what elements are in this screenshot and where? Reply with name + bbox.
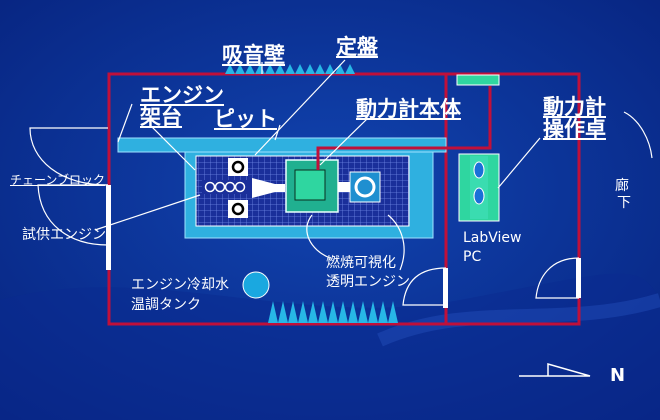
- label-test-engine: 試供エンジン: [22, 227, 106, 243]
- door-inner: [402, 267, 447, 306]
- sound-wall-top: [225, 64, 355, 74]
- label-dyno-console-2: 操作卓: [543, 117, 606, 141]
- label-visual-engine: 燃焼可視化: [326, 255, 396, 271]
- door-corridor: [623, 111, 653, 159]
- label-pit: ピット: [214, 107, 277, 131]
- label-coolant-2: 温調タンク: [131, 297, 201, 313]
- label-chain-block: チェーンブロック: [10, 173, 106, 187]
- label-surface-plate: 定盤: [336, 35, 378, 59]
- label-dyno-console: 動力計: [543, 95, 606, 119]
- engine-cone: [252, 178, 275, 198]
- label-engine-mount: エンジン: [140, 83, 224, 107]
- door-left-lower: [37, 184, 109, 246]
- label-north: N: [610, 365, 626, 386]
- label-corridor: 廊: [615, 178, 629, 194]
- label-dyno-body: 動力計本体: [356, 97, 461, 121]
- door-left-upper: [29, 127, 109, 186]
- north-arrow: [519, 363, 591, 377]
- label-corridor-2: 下: [617, 195, 631, 211]
- door-right: [535, 257, 580, 299]
- coolant-tank: [242, 271, 270, 299]
- label-coolant: エンジン冷却水: [131, 277, 229, 293]
- label-labview-2: PC: [463, 249, 482, 265]
- label-sound-wall: 吸音壁: [222, 43, 285, 67]
- label-visual-engine-2: 透明エンジン: [326, 274, 410, 290]
- pit: [117, 137, 447, 153]
- sound-wall-bottom: [268, 301, 398, 323]
- label-labview: LabView: [463, 230, 522, 246]
- label-engine-mount-2: 架台: [140, 105, 182, 129]
